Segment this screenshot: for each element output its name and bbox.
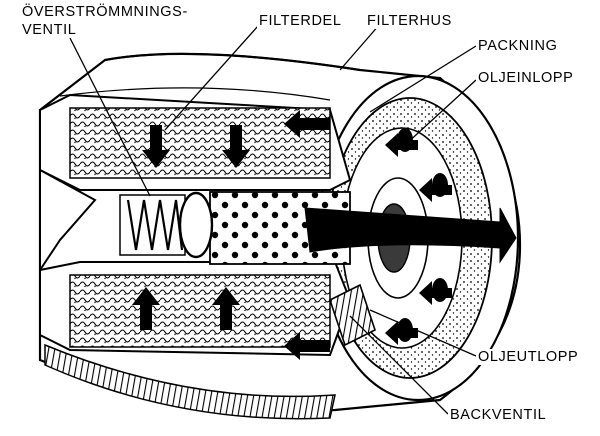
label-gasket: PACKNING xyxy=(476,38,560,54)
cut-notch xyxy=(39,168,97,274)
outlet-arrow xyxy=(304,207,517,264)
label-oil-inlet: OLJEINLOPP xyxy=(476,70,576,86)
label-overflow-valve-line2: VENTIL xyxy=(20,22,79,38)
label-filter-element: FILTERDEL xyxy=(257,13,344,29)
oil-flow-arrows xyxy=(132,110,452,360)
label-check-valve: BACKVENTIL xyxy=(448,407,549,423)
lower-cutaway-wall xyxy=(39,261,352,357)
label-overflow-valve-line1: ÖVERSTRÖMMNINGS- xyxy=(20,4,190,20)
label-oil-outlet: OLJEUTLOPP xyxy=(476,349,581,365)
leader-lines xyxy=(69,23,477,415)
overflow-valve xyxy=(119,191,214,259)
label-filter-housing: FILTERHUS xyxy=(365,13,454,29)
upper-cutaway-wall xyxy=(39,93,352,191)
